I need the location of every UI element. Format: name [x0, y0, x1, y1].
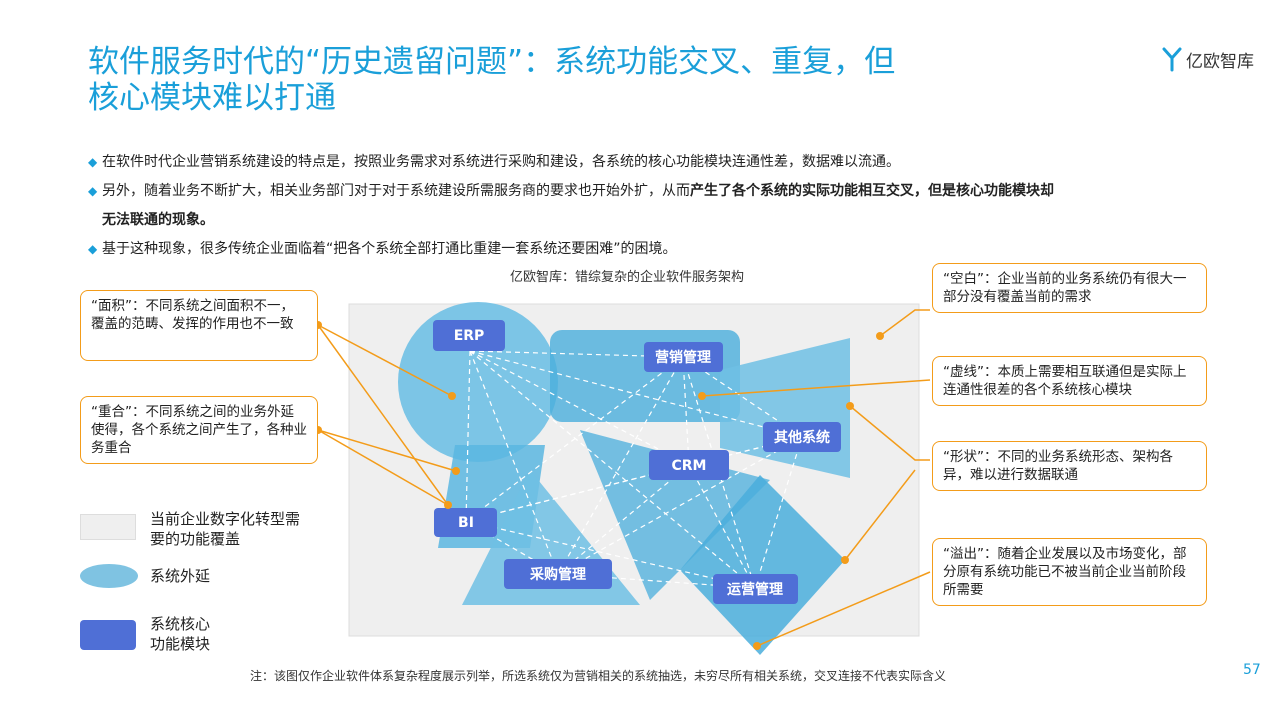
module-purchase: 采购管理: [504, 559, 612, 589]
callout-dots: [314, 321, 884, 650]
bullet-text-bold: 无法联通的现象。: [102, 212, 214, 228]
footnote: 注：该图仅作企业软件体系复杂程度展示列举，所选系统仅为营销相关的系统抽选，未穷尽…: [250, 669, 947, 683]
callout-area: “面积”：不同系统之间面积不一，覆盖的范畴、发挥的作用也不一致: [80, 290, 318, 361]
bullet-continuation: 无法联通的现象。: [88, 206, 1208, 235]
bullet-text: 基于这种现象，很多传统企业面临着“把各个系统全部打通比重建一套系统还要困难”的困…: [102, 241, 677, 257]
module-erp-label: ERP: [454, 328, 485, 344]
module-marketing-label: 营销管理: [655, 349, 711, 366]
module-other-label: 其他系统: [774, 429, 830, 446]
legend-extension-swatch: [80, 564, 138, 588]
diagram-title: 亿欧智库：错综复杂的企业软件服务架构: [510, 270, 745, 285]
callout-shape: “形状”：不同的业务系统形态、架构各异，难以进行数据联通: [932, 441, 1207, 491]
legend-core-label: 系统核心功能模块: [150, 615, 211, 653]
module-marketing: 营销管理: [644, 342, 723, 372]
module-erp: ERP: [433, 320, 505, 351]
page-title: 软件服务时代的“历史遗留问题”：系统功能交叉、重复，但 核心模块难以打通: [88, 44, 988, 116]
operations-diamond: [680, 475, 845, 655]
legend-core-swatch: [80, 620, 136, 650]
module-crm: CRM: [649, 450, 729, 480]
page-number: 57: [1243, 662, 1261, 678]
bullet-text: 在软件时代企业营销系统建设的特点是，按照业务需求对系统进行采购和建设，各系统的核…: [102, 154, 900, 170]
legend-coverage-label: 当前企业数字化转型需要的功能覆盖: [150, 510, 301, 548]
bullet-text-bold: 产生了各个系统的实际功能相互交叉，但是核心功能模块却: [690, 183, 1054, 199]
module-bi: BI: [434, 508, 497, 537]
callout-overflow: “溢出”：随着企业发展以及市场变化，部分原有系统功能已不被当前企业当前阶段所需要: [932, 538, 1207, 606]
bullet-item: ◆ 基于这种现象，很多传统企业面临着“把各个系统全部打通比重建一套系统还要困难”…: [88, 235, 1208, 264]
diamond-bullet-icon: ◆: [88, 155, 98, 169]
bullet-item: ◆ 在软件时代企业营销系统建设的特点是，按照业务需求对系统进行采购和建设，各系统…: [88, 148, 1208, 177]
page-title-line2: 核心模块难以打通: [88, 80, 336, 116]
logo-text: 亿欧智库: [1186, 51, 1254, 72]
module-purchase-label: 采购管理: [529, 566, 586, 583]
legend-extension-label: 系统外延: [150, 567, 211, 585]
module-operations: 运营管理: [713, 574, 798, 604]
module-operations-label: 运营管理: [727, 581, 783, 598]
diamond-bullet-icon: ◆: [88, 184, 98, 198]
callout-shape-text: “形状”：不同的业务系统形态、架构各异，难以进行数据联通: [943, 449, 1173, 483]
page-title-line1: 软件服务时代的“历史遗留问题”：系统功能交叉、重复，但: [88, 44, 896, 80]
module-other: 其他系统: [763, 422, 841, 452]
bullet-item: ◆ 另外，随着业务不断扩大，相关业务部门对于对于系统建设所需服务商的要求也开始外…: [88, 177, 1208, 206]
callout-overlap: “重合”：不同系统之间的业务外延使得，各个系统之间产生了，各种业务重合: [80, 396, 318, 464]
diamond-bullet-icon: ◆: [88, 242, 98, 256]
bullet-text-part: 另外，随着业务不断扩大，相关业务部门对于对于系统建设所需服务商的要求也开始外扩，…: [102, 183, 690, 199]
callout-leaders: [317, 309, 931, 647]
callout-overflow-text: “溢出”：随着企业发展以及市场变化，部分原有系统功能已不被当前企业当前阶段所需要: [943, 546, 1187, 598]
callout-blank-text: “空白”：企业当前的业务系统仍有很大一部分没有覆盖当前的需求: [943, 271, 1187, 305]
bullet-list: ◆ 在软件时代企业营销系统建设的特点是，按照业务需求对系统进行采购和建设，各系统…: [88, 148, 1208, 264]
brand-logo: 亿欧智库: [1162, 42, 1272, 76]
callout-blank: “空白”：企业当前的业务系统仍有很大一部分没有覆盖当前的需求: [932, 263, 1207, 313]
callout-area-text: “面积”：不同系统之间面积不一，覆盖的范畴、发挥的作用也不一致: [91, 298, 294, 332]
bullet-text: 另外，随着业务不断扩大，相关业务部门对于对于系统建设所需服务商的要求也开始外扩，…: [102, 177, 1054, 206]
legend-coverage-swatch: [80, 514, 136, 540]
callout-dashed-text: “虚线”：本质上需要相互联通但是实际上连通性很差的各个系统核心模块: [943, 364, 1187, 398]
callout-dashed: “虚线”：本质上需要相互联通但是实际上连通性很差的各个系统核心模块: [932, 356, 1207, 406]
yiou-logo-icon: [1162, 47, 1182, 72]
module-crm-label: CRM: [672, 458, 707, 474]
callout-overlap-text: “重合”：不同系统之间的业务外延使得，各个系统之间产生了，各种业务重合: [91, 404, 307, 456]
module-bi-label: BI: [458, 515, 474, 531]
